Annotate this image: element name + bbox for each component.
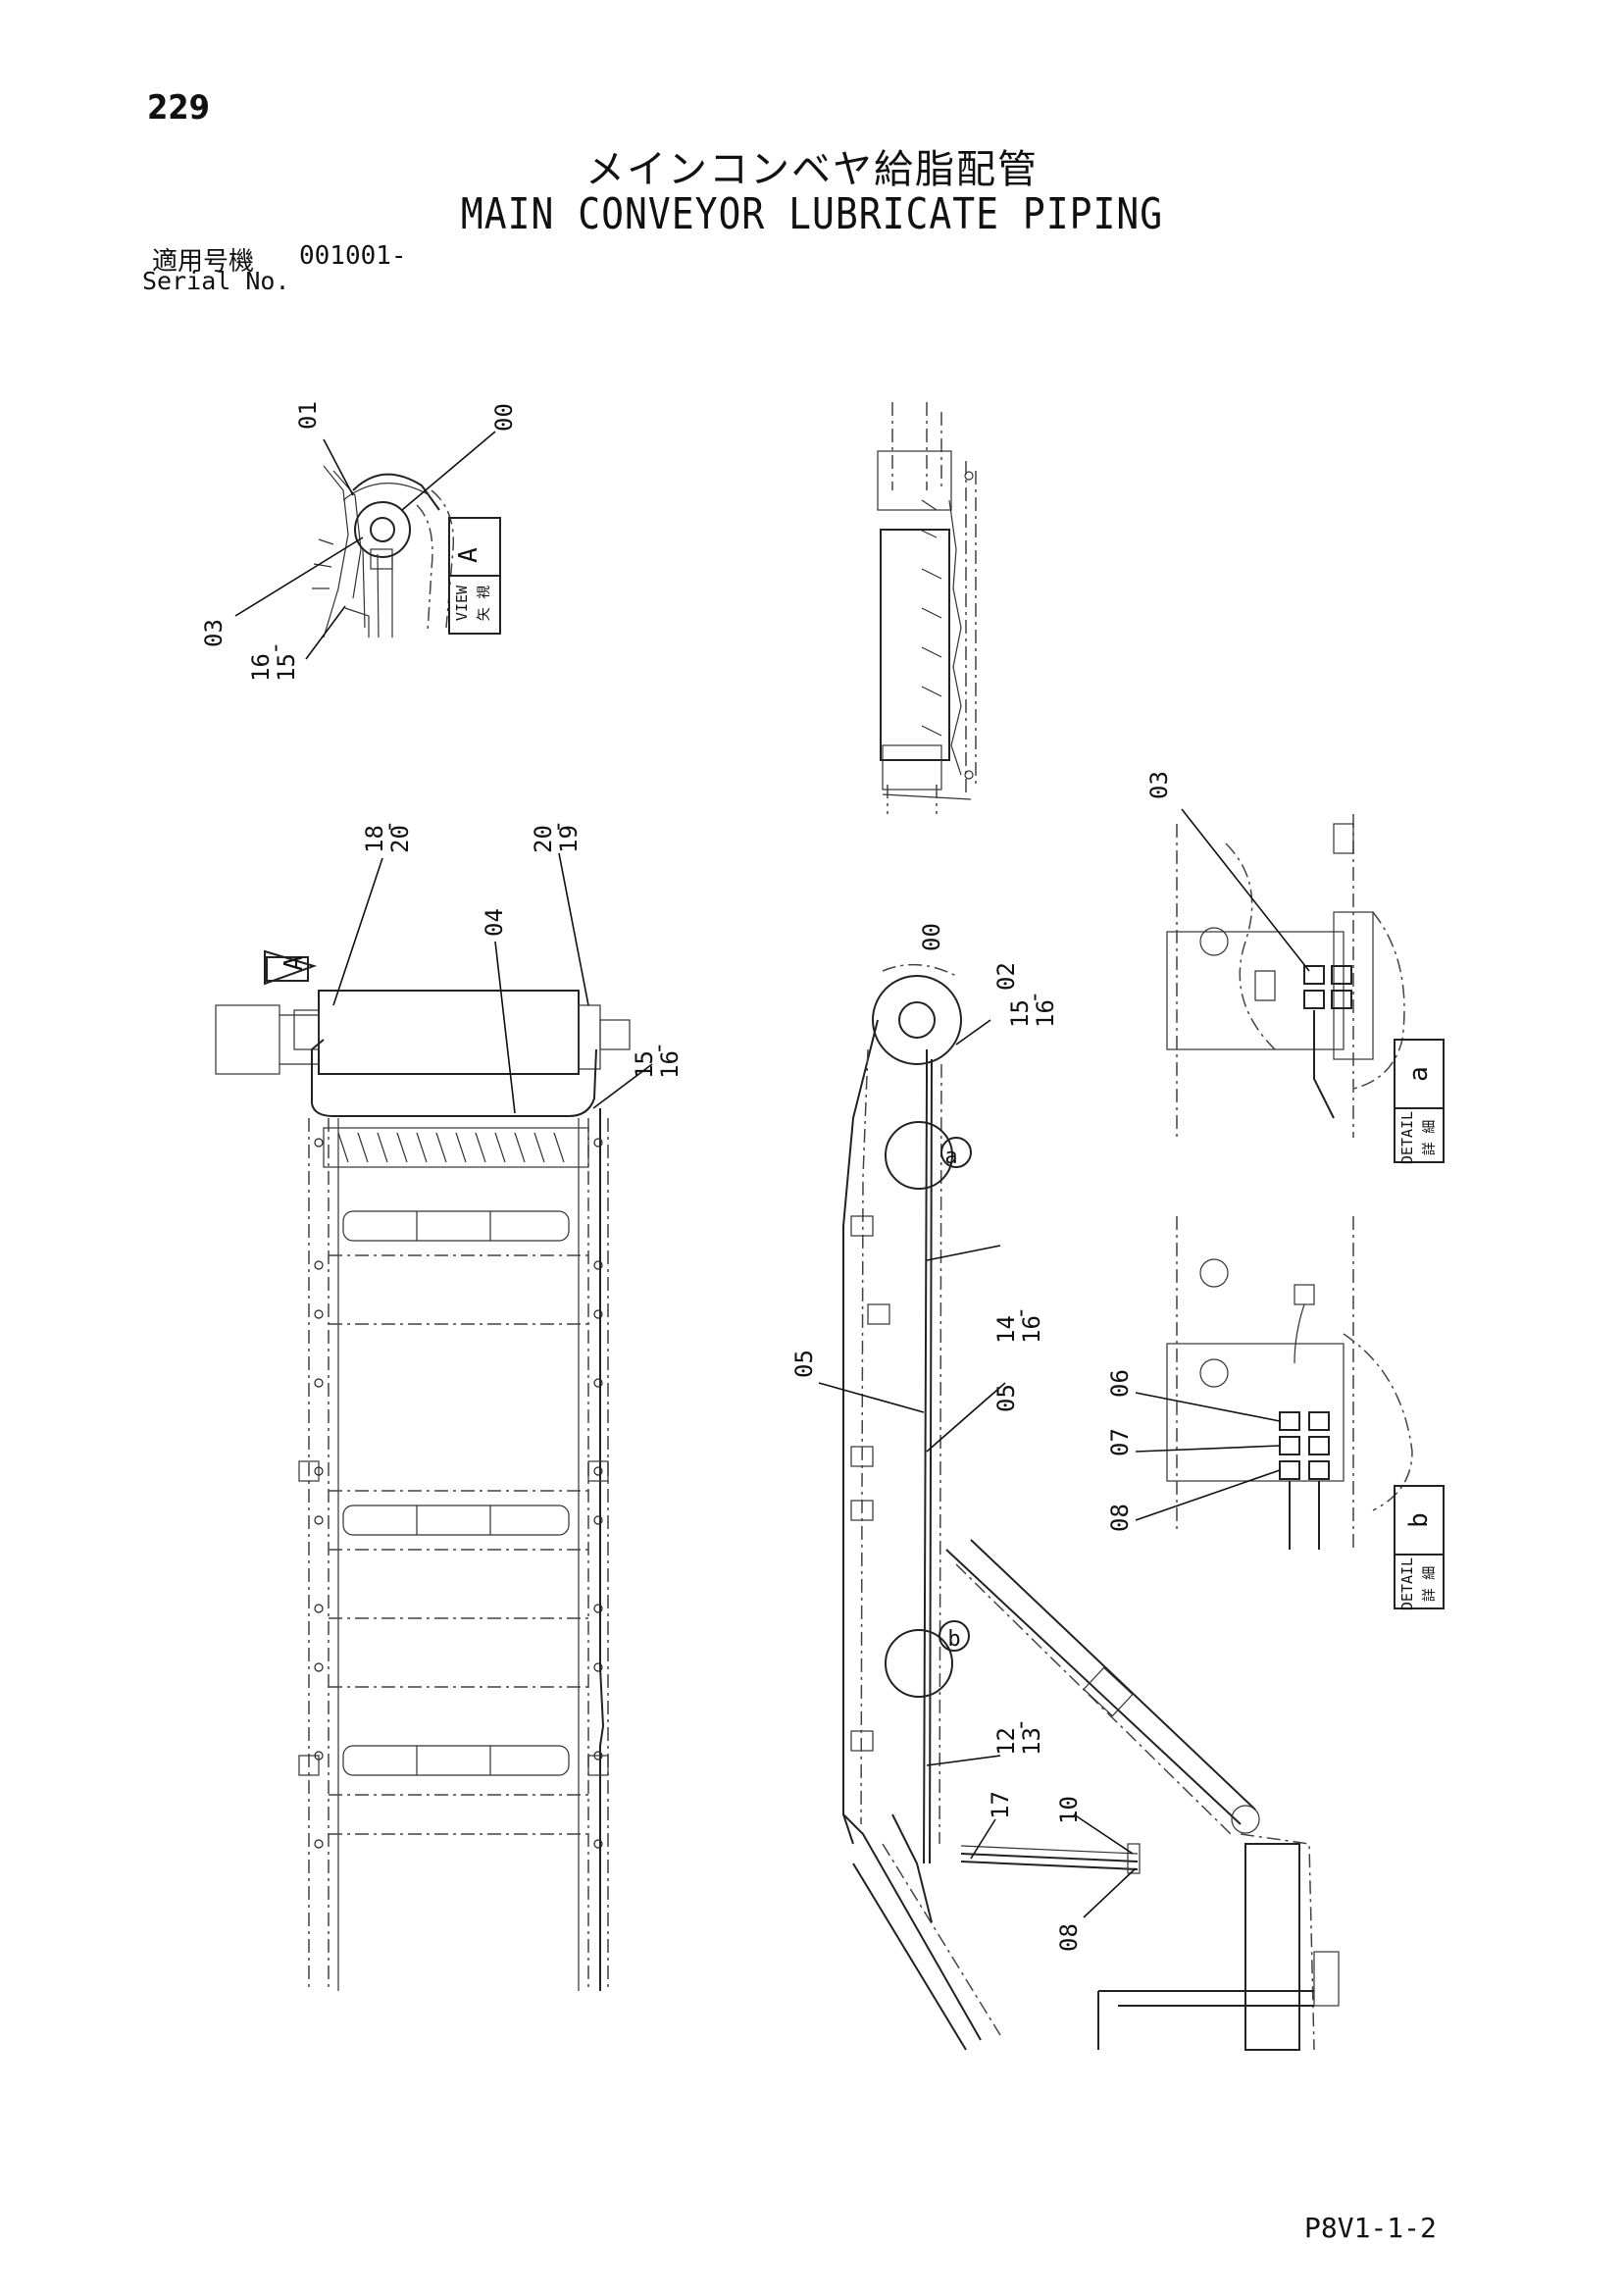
callout-side-dash-3: - (1006, 1718, 1034, 1732)
leader-side-12 (926, 1755, 1001, 1766)
callout-view-a-03: 03 (200, 619, 228, 647)
serial-label-english: Serial No. (142, 267, 290, 295)
detail-a-letter: a (1404, 1066, 1434, 1082)
callout-detail-b-07: 07 (1106, 1428, 1134, 1456)
callout-side-05b: 05 (992, 1384, 1020, 1412)
leader-side-10 (1073, 1813, 1134, 1855)
leader-detail-a-03 (1181, 808, 1310, 972)
leader-view-a-01 (323, 438, 354, 496)
callout-plan-04: 04 (481, 908, 508, 937)
callout-side-10: 10 (1055, 1796, 1083, 1824)
callout-side-dash-1: - (1020, 991, 1047, 1004)
detail-marker-a: a (944, 1145, 957, 1169)
detail-b-label-jp: 詳 細 (1422, 1566, 1438, 1602)
leader-side-08 (1083, 1867, 1137, 1918)
detail-a-drawing (1166, 814, 1445, 1163)
detail-b-drawing (1166, 1216, 1445, 1609)
leader-detail-b-08 (1135, 1469, 1281, 1521)
plan-view-drawing (215, 949, 631, 1991)
callout-view-a-00: 00 (490, 403, 518, 432)
callout-plan-16: 16 (656, 1050, 684, 1079)
callout-view-a-16: 16 (247, 653, 275, 682)
view-a-label-en: VIEW (453, 585, 471, 621)
callout-plan-20a: 20 (386, 825, 414, 853)
detail-b-label-en: DETAIL (1398, 1557, 1416, 1610)
serial-label-japanese: 適用号機 (152, 247, 255, 277)
leader-side-14 (926, 1245, 1001, 1261)
callout-side-15: 15 (1006, 999, 1034, 1028)
callout-plan-dash-2: - (543, 820, 571, 834)
leader-side-02 (955, 1019, 991, 1046)
leader-side-17 (970, 1818, 996, 1860)
view-a-letter: A (454, 547, 483, 563)
leader-view-a-03 (234, 536, 364, 617)
callout-plan-19: 19 (555, 825, 583, 853)
callout-detail-a-03: 03 (1145, 771, 1173, 799)
callout-side-17: 17 (987, 1791, 1014, 1819)
callout-side-16b: 16 (1018, 1315, 1045, 1344)
serial-number-value: 001001- (299, 241, 407, 271)
leader-side-05a (818, 1382, 925, 1413)
callout-plan-dash-3: - (644, 1042, 672, 1055)
leader-plan-15 (592, 1063, 653, 1109)
leader-plan-20-19 (558, 852, 589, 1006)
detail-b-letter: b (1404, 1512, 1434, 1528)
callout-detail-b-06: 06 (1106, 1369, 1134, 1398)
end-view-drawing (877, 402, 977, 814)
title-english: MAIN CONVEYOR LUBRICATE PIPING (460, 188, 1164, 239)
leader-plan-18 (332, 857, 383, 1006)
leader-plan-04 (494, 941, 516, 1114)
leader-view-a-00 (401, 431, 496, 511)
callout-side-dash-2: - (1006, 1306, 1034, 1320)
plan-view-arrow-letter: A (279, 955, 309, 971)
callout-plan-20b: 20 (530, 825, 557, 853)
side-view-drawing (842, 963, 1340, 2051)
page-number: 229 (147, 88, 210, 128)
callout-detail-b-08: 08 (1106, 1504, 1134, 1532)
title-japanese: メインコンベヤ給脂配管 (585, 147, 1039, 192)
callout-plan-18: 18 (361, 825, 388, 853)
document-code: P8V1-1-2 (1304, 2212, 1437, 2244)
leader-side-05b (926, 1382, 1006, 1453)
detail-a-label-jp: 詳 細 (1422, 1120, 1438, 1155)
callout-side-00: 00 (918, 923, 945, 951)
leader-detail-b-06 (1135, 1392, 1281, 1422)
callout-view-a-dash: - (261, 641, 288, 655)
detail-marker-b: b (947, 1627, 960, 1652)
callout-side-02: 02 (992, 962, 1020, 991)
callout-side-13: 13 (1018, 1727, 1045, 1756)
callout-side-08: 08 (1055, 1923, 1083, 1952)
callout-plan-dash-1: - (375, 820, 402, 834)
detail-a-label-en: DETAIL (1398, 1111, 1416, 1164)
callout-side-16: 16 (1032, 999, 1059, 1028)
leader-view-a-15 (305, 605, 346, 660)
callout-plan-15: 15 (631, 1050, 658, 1079)
view-a-label-jp: 矢 視 (477, 586, 492, 621)
view-a-drawing (312, 465, 501, 638)
callout-side-12: 12 (992, 1727, 1020, 1756)
callout-side-14: 14 (992, 1315, 1020, 1344)
callout-side-05a: 05 (790, 1350, 818, 1378)
callout-view-a-01: 01 (294, 401, 322, 430)
callout-view-a-15: 15 (273, 653, 300, 682)
leader-detail-b-07 (1135, 1445, 1281, 1453)
